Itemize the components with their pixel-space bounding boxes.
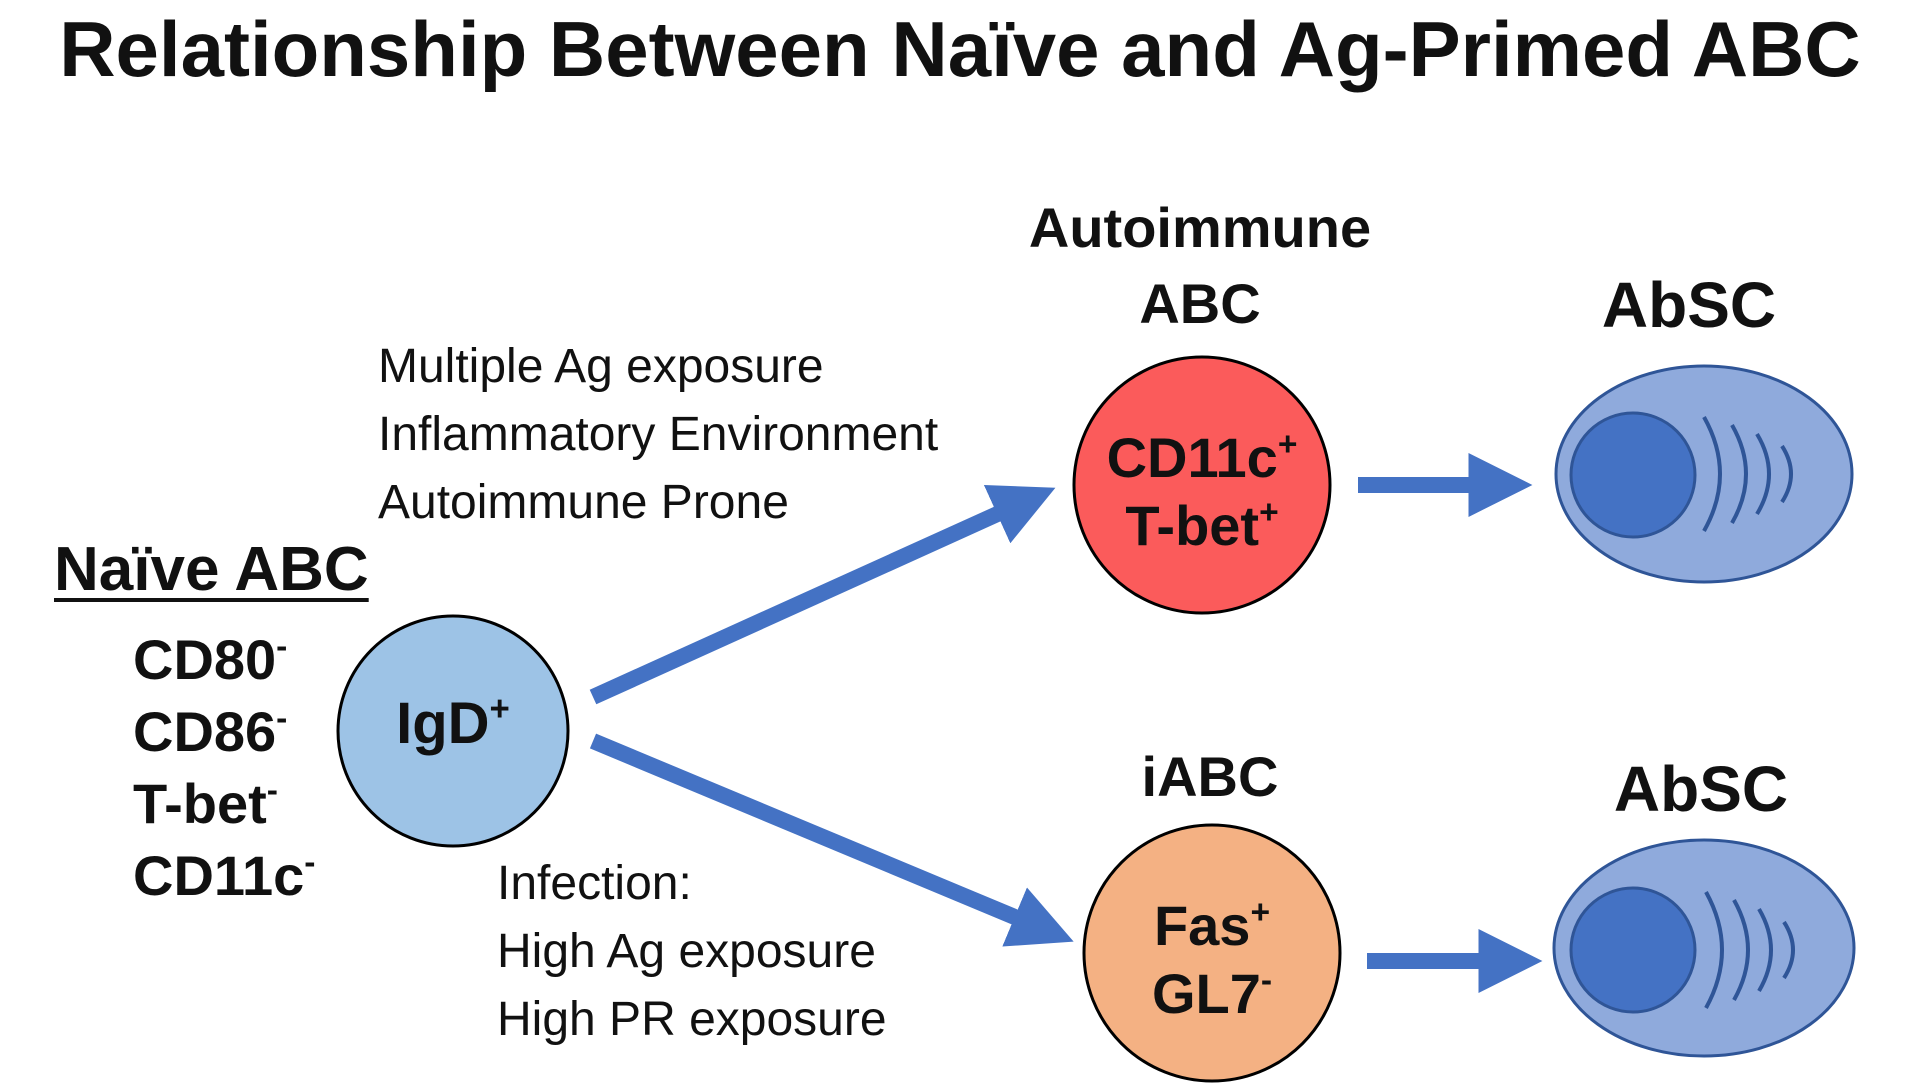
iabc-cell-label: Fas+ GL7- bbox=[1151, 894, 1273, 1025]
condition-item: High Ag exposure bbox=[497, 925, 876, 978]
naive-marker: CD80- bbox=[133, 628, 288, 691]
iabc-cell bbox=[1082, 823, 1342, 1083]
iabc-conditions: Infection: High Ag exposure High PR expo… bbox=[497, 850, 887, 1054]
arrow-to-autoimmune-abc bbox=[589, 484, 1056, 705]
naive-marker: CD86- bbox=[133, 700, 288, 763]
naive-marker: T-bet- bbox=[133, 772, 278, 835]
condition-item: Multiple Ag exposure bbox=[378, 340, 824, 393]
naive-marker-list: CD80- CD86- T-bet- CD11c- bbox=[133, 624, 315, 912]
naive-abc-heading: Naïve ABC bbox=[54, 535, 369, 604]
arrow-to-iabc bbox=[589, 733, 1074, 947]
naive-cell bbox=[336, 614, 570, 848]
diagram-title: Relationship Between Naïve and Ag-Primed… bbox=[59, 5, 1861, 93]
autoimmune-cell-label: CD11c+ T-bet+ bbox=[1106, 426, 1298, 557]
condition-item: Autoimmune Prone bbox=[378, 476, 789, 529]
naive-cell-label: IgD+ bbox=[396, 689, 510, 756]
condition-item: Inflammatory Environment bbox=[378, 408, 939, 461]
absc-bottom-heading: AbSC bbox=[1613, 753, 1789, 825]
iabc-heading: iABC bbox=[1141, 745, 1279, 808]
absc-top-cell bbox=[1554, 364, 1854, 584]
naive-marker: CD11c- bbox=[133, 844, 316, 907]
condition-item: High PR exposure bbox=[497, 993, 887, 1046]
autoimmune-abc-heading: Autoimmune ABC bbox=[1028, 196, 1372, 335]
autoimmune-conditions: Multiple Ag exposure Inflammatory Enviro… bbox=[378, 333, 938, 537]
autoimmune-abc-cell bbox=[1072, 355, 1332, 615]
condition-item: Infection: bbox=[497, 857, 692, 910]
absc-bottom-cell bbox=[1552, 838, 1856, 1058]
absc-top-heading: AbSC bbox=[1601, 269, 1777, 341]
